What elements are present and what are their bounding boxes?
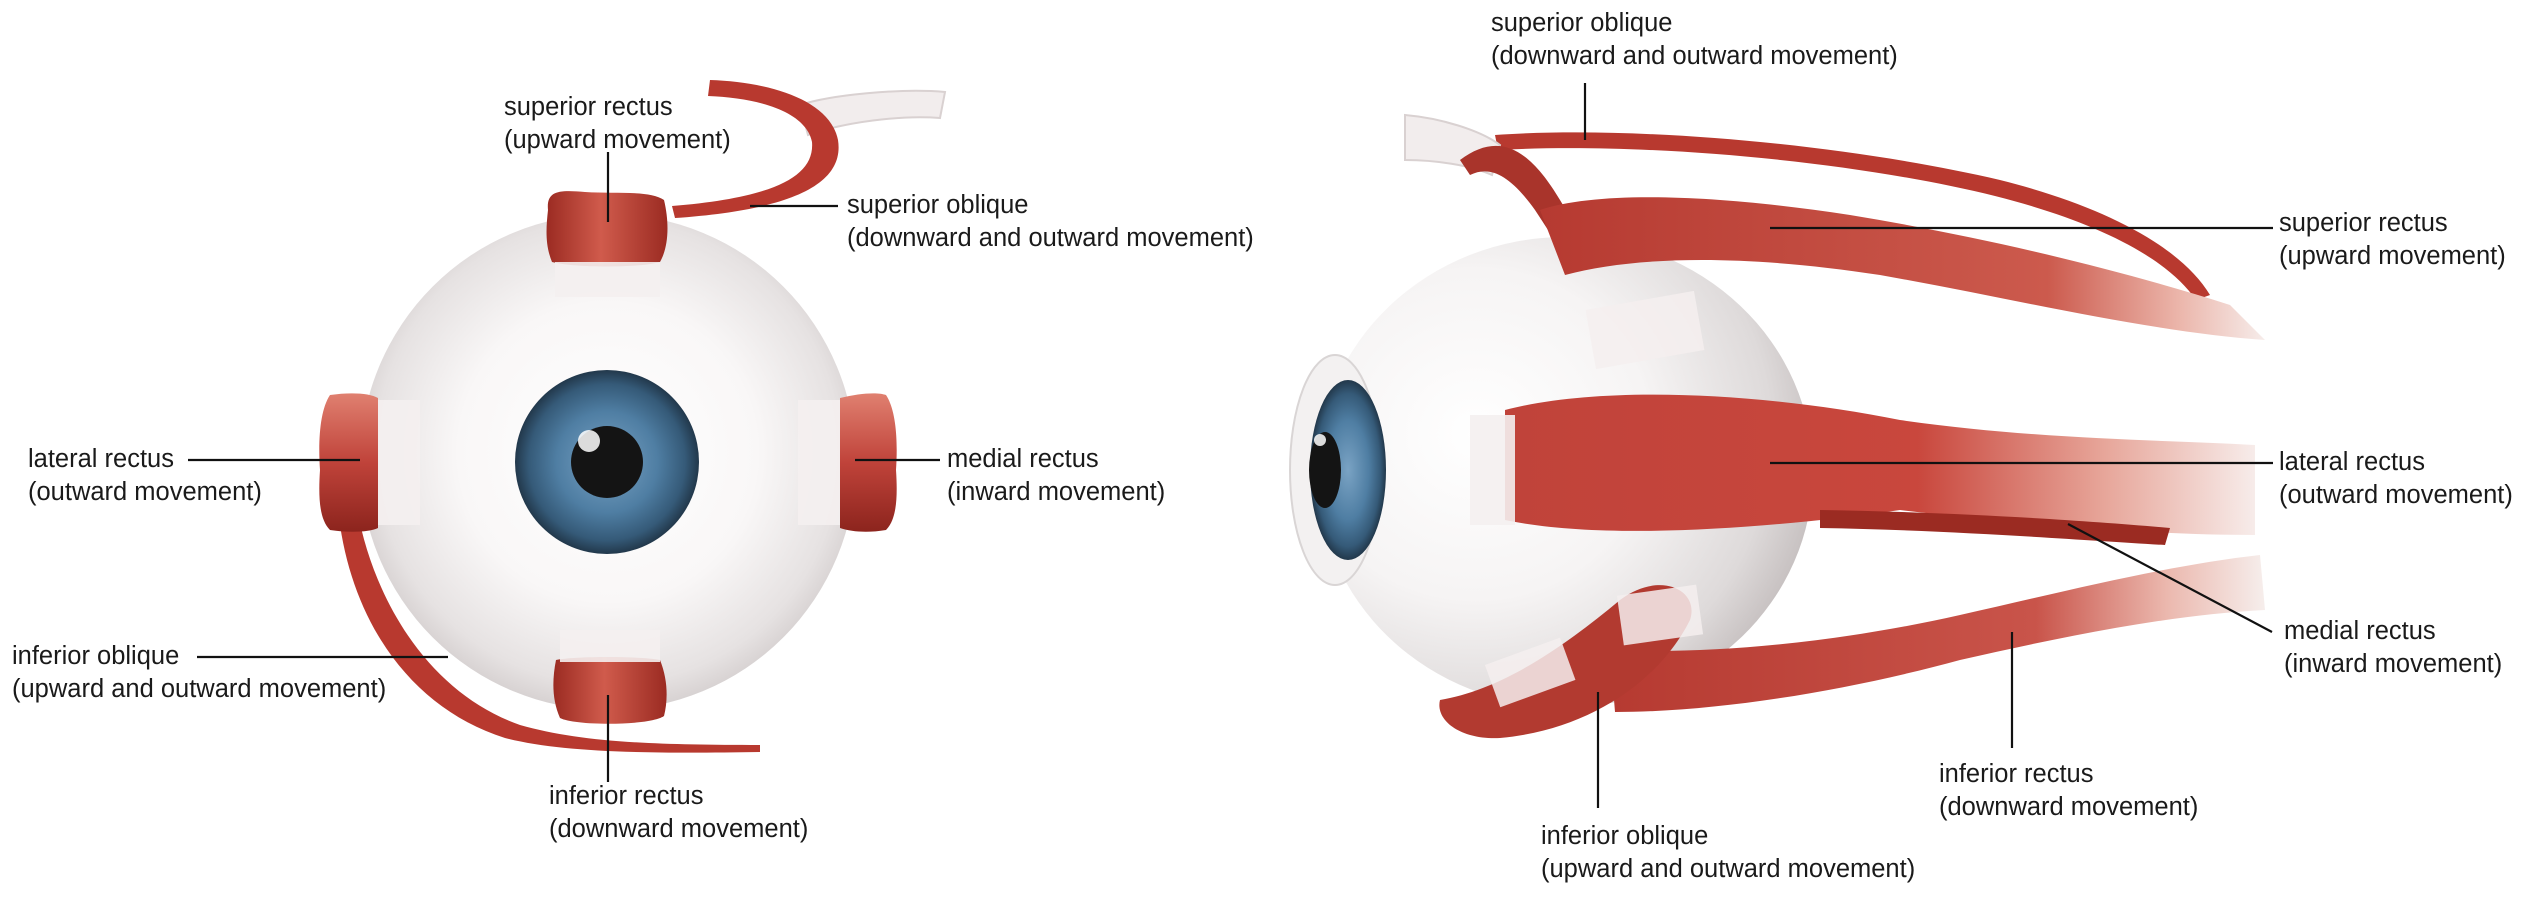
side-label-superior-oblique: superior oblique (downward and outward m… bbox=[1491, 7, 1898, 73]
side-inferior-rectus-muscle bbox=[1610, 555, 2265, 712]
side-superior-oblique-muscle bbox=[1495, 132, 2210, 300]
front-medial-rectus-action: (inward movement) bbox=[947, 478, 1166, 506]
front-medial-rectus-tendon bbox=[798, 400, 840, 525]
leader-lines bbox=[188, 83, 2273, 808]
side-label-medial-rectus: medial rectus (inward movement) bbox=[2284, 615, 2502, 681]
front-superior-rectus-action: (upward movement) bbox=[504, 126, 731, 154]
side-superior-oblique-name: superior oblique bbox=[1491, 9, 1673, 37]
side-lateral-rectus-tendon bbox=[1470, 415, 1515, 525]
front-lateral-rectus-muscle bbox=[319, 393, 378, 532]
front-inferior-rectus-muscle bbox=[553, 657, 667, 724]
front-eye-highlight bbox=[578, 430, 600, 452]
side-superior-rectus-muscle bbox=[1540, 197, 2265, 340]
side-lateral-rectus-action: (outward movement) bbox=[2279, 481, 2513, 509]
side-label-superior-rectus: superior rectus (upward movement) bbox=[2279, 207, 2506, 273]
side-leader-medial-rectus bbox=[2067, 523, 2273, 633]
side-label-inferior-oblique: inferior oblique (upward and outward mov… bbox=[1541, 820, 1915, 886]
front-label-inferior-rectus: inferior rectus (downward movement) bbox=[549, 780, 808, 846]
side-inferior-oblique-tendon bbox=[1484, 637, 1576, 708]
front-lateral-rectus-tendon bbox=[378, 400, 420, 525]
front-label-superior-rectus: superior rectus (upward movement) bbox=[504, 91, 731, 157]
front-superior-rectus-tendon bbox=[555, 262, 660, 297]
side-inferior-rectus-name: inferior rectus bbox=[1939, 760, 2094, 788]
front-superior-rectus-name: superior rectus bbox=[504, 93, 673, 121]
front-inferior-oblique-muscle bbox=[336, 470, 760, 753]
front-superior-rectus-muscle bbox=[546, 191, 668, 267]
front-label-inferior-oblique: inferior oblique (upward and outward mov… bbox=[12, 640, 386, 706]
front-label-superior-oblique: superior oblique (downward and outward m… bbox=[847, 189, 1254, 255]
side-medial-rectus-action: (inward movement) bbox=[2284, 650, 2503, 678]
side-superior-rectus-action: (upward movement) bbox=[2279, 242, 2506, 270]
front-superior-oblique-action: (downward and outward movement) bbox=[847, 224, 1254, 252]
front-label-medial-rectus: medial rectus (inward movement) bbox=[947, 443, 1165, 509]
side-superior-oblique-action: (downward and outward movement) bbox=[1491, 42, 1898, 70]
front-medial-rectus-muscle bbox=[840, 393, 897, 532]
front-inferior-oblique-action: (upward and outward movement) bbox=[12, 675, 387, 703]
side-view bbox=[1289, 113, 2265, 739]
front-inferior-rectus-tendon bbox=[560, 630, 660, 662]
front-medial-rectus-name: medial rectus bbox=[947, 445, 1099, 473]
front-lateral-rectus-name: lateral rectus bbox=[28, 445, 174, 473]
side-medial-rectus-muscle bbox=[1820, 510, 2170, 545]
front-inferior-rectus-action: (downward movement) bbox=[549, 815, 809, 843]
front-inferior-rectus-name: inferior rectus bbox=[549, 782, 704, 810]
side-label-inferior-rectus: inferior rectus (downward movement) bbox=[1939, 758, 2198, 824]
front-superior-oblique-trochlea bbox=[798, 89, 947, 137]
front-superior-oblique-muscle bbox=[672, 80, 839, 218]
side-medial-rectus-name: medial rectus bbox=[2284, 617, 2436, 645]
side-inferior-rectus-action: (downward movement) bbox=[1939, 793, 2199, 821]
front-inferior-oblique-name: inferior oblique bbox=[12, 642, 180, 670]
front-view bbox=[319, 80, 947, 753]
side-label-lateral-rectus: lateral rectus (outward movement) bbox=[2279, 446, 2513, 512]
side-inferior-oblique-action: (upward and outward movement) bbox=[1541, 855, 1916, 883]
side-inferior-oblique-name: inferior oblique bbox=[1541, 822, 1709, 850]
side-lateral-rectus-muscle bbox=[1505, 394, 2255, 535]
side-lateral-rectus-name: lateral rectus bbox=[2279, 448, 2425, 476]
side-superior-rectus-name: superior rectus bbox=[2279, 209, 2448, 237]
side-inferior-oblique-insertion bbox=[1616, 584, 1704, 646]
side-pupil bbox=[1309, 432, 1341, 508]
side-superior-rectus-tendon bbox=[1585, 290, 1705, 370]
side-iris bbox=[1310, 380, 1386, 560]
side-eye-highlight bbox=[1314, 434, 1326, 446]
front-superior-oblique-name: superior oblique bbox=[847, 191, 1029, 219]
front-lateral-rectus-action: (outward movement) bbox=[28, 478, 262, 506]
front-label-lateral-rectus: lateral rectus (outward movement) bbox=[28, 443, 262, 509]
